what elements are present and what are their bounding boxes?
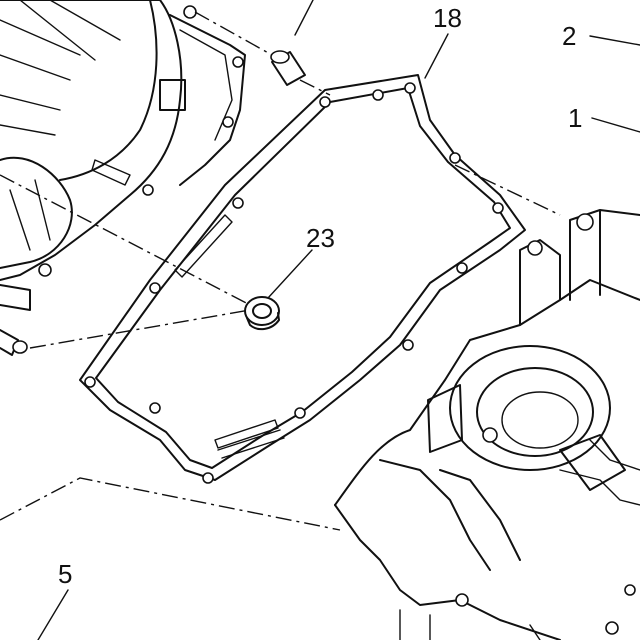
callout-18: 18 xyxy=(433,3,462,33)
callout-23: 23 xyxy=(306,223,335,253)
dowel-pin-upper xyxy=(270,50,306,86)
dowel-pin-lower-left xyxy=(0,329,28,356)
collar-part-23 xyxy=(244,296,280,331)
crankcase-cover-gasket xyxy=(79,74,526,484)
alignment-lines xyxy=(0,11,561,531)
callout-2: 2 xyxy=(562,21,576,51)
side-cover xyxy=(0,0,246,311)
callout-leaders xyxy=(37,0,640,640)
callout-1: 1 xyxy=(568,103,582,133)
crankcase xyxy=(334,209,640,640)
callout-5: 5 xyxy=(58,559,72,589)
